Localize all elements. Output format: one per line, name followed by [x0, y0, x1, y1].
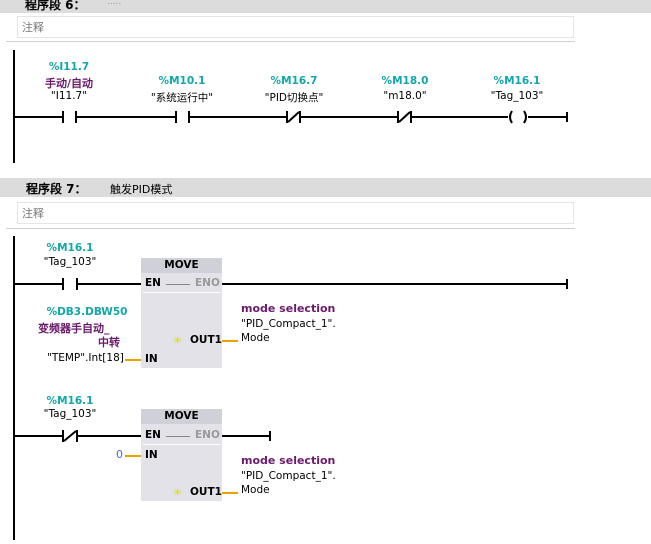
coil-name[interactable]: "Tag_103" — [490, 90, 544, 102]
contact-address: %M16.7 — [270, 75, 318, 87]
out-operand-member[interactable]: Mode — [241, 332, 270, 344]
move-block-title: MOVE — [141, 409, 222, 424]
in-symbol: 变频器手自动_ — [38, 322, 110, 335]
in-address: %DB3.DBW50 — [46, 306, 128, 318]
network-6-description[interactable]: ..... — [107, 0, 122, 7]
out-operand[interactable]: "PID_Compact_1". — [241, 318, 336, 330]
network-6-title: 程序段 6： — [25, 0, 86, 12]
in-operand[interactable]: "TEMP".Int[18] — [47, 352, 124, 364]
out-operand-member[interactable]: Mode — [241, 484, 270, 496]
network-7-comment[interactable]: 注释 — [17, 202, 574, 224]
out1-pin: OUT1 — [190, 486, 222, 498]
move-block[interactable]: MOVE — [141, 409, 222, 501]
in-symbol-2: 中转 — [98, 336, 120, 349]
network-7-header[interactable] — [0, 178, 651, 197]
contact-name[interactable]: "I11.7" — [50, 90, 88, 102]
contact-name[interactable]: "Tag_103" — [43, 256, 97, 268]
out1-pin: OUT1 — [190, 334, 222, 346]
contact-name[interactable]: "PID切换点" — [264, 92, 324, 104]
in-pin: IN — [145, 353, 158, 365]
eno-pin: ENO — [195, 429, 220, 441]
contact-address: %M16.1 — [46, 242, 94, 254]
contact-name[interactable]: "系统运行中" — [150, 92, 214, 104]
contact-address: %M18.0 — [381, 75, 429, 87]
star-icon: ✳ — [173, 334, 183, 347]
network-6-comment[interactable]: 注释 — [17, 16, 574, 38]
contact-address: %I11.7 — [48, 61, 90, 73]
contact-name[interactable]: "m18.0" — [383, 90, 427, 102]
eno-pin: ENO — [195, 277, 220, 289]
out-symbol: mode selection — [241, 302, 336, 315]
en-pin: EN — [145, 429, 161, 441]
contact-symbol: 手动/自动 — [44, 77, 94, 90]
en-pin: EN — [145, 277, 161, 289]
move-block[interactable]: MOVE — [141, 258, 222, 368]
out-symbol: mode selection — [241, 454, 336, 467]
out-operand[interactable]: "PID_Compact_1". — [241, 470, 336, 482]
contact-address: %M16.1 — [46, 395, 94, 407]
in-constant[interactable]: 0 — [116, 448, 123, 461]
in-pin: IN — [145, 449, 158, 461]
network-6-header[interactable] — [0, 0, 651, 13]
network-7-title: 程序段 7： — [26, 182, 87, 196]
coil-address: %M16.1 — [493, 75, 541, 87]
star-icon: ✳ — [173, 486, 183, 499]
move-block-title: MOVE — [141, 258, 222, 273]
network-7-description[interactable]: 触发PID模式 — [110, 183, 173, 196]
contact-address: %M10.1 — [158, 75, 206, 87]
contact-name[interactable]: "Tag_103" — [43, 408, 97, 420]
